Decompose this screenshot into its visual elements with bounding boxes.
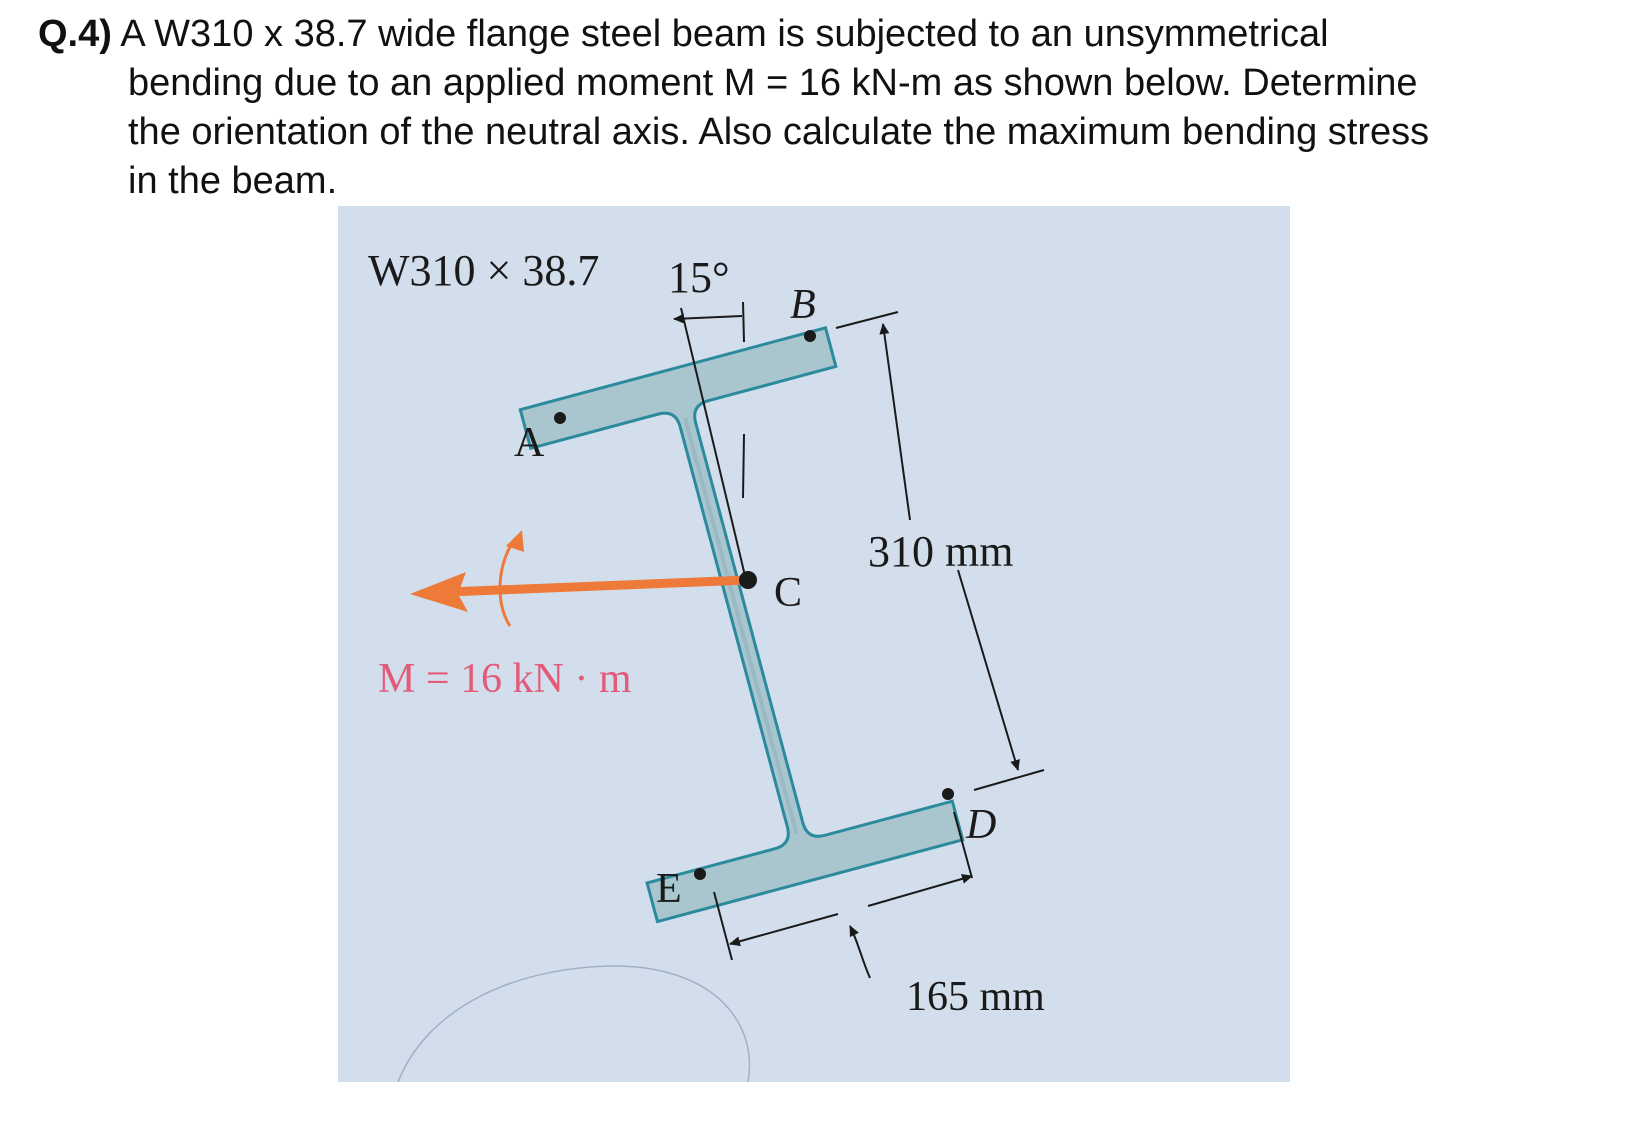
depth-dimension-upper [879, 323, 911, 521]
angle-dimension-arrow [673, 313, 743, 324]
beam-figure-svg: W310 × 38.7 15° B A C 310 mm D E 165 mm … [338, 206, 1290, 1082]
point-a-label: A [514, 420, 545, 466]
width-leader-arrow [849, 925, 871, 979]
depth-extension-bottom [973, 769, 1045, 791]
width-extension-left [713, 891, 733, 961]
question-text-line-3: the orientation of the neutral axis. Als… [128, 111, 1430, 153]
width-dimension-left [729, 913, 839, 947]
moment-arrow-shaft [443, 575, 753, 597]
question-text: Q.4) A W310 x 38.7 wide flange steel bea… [38, 10, 1628, 206]
width-dimension-label: 165 mm [906, 974, 1045, 1020]
vertical-reference-tick [742, 301, 745, 343]
point-d-label: D [965, 802, 996, 848]
wide-flange-section [518, 326, 965, 924]
moment-label: M = 16 kN · m [378, 656, 632, 702]
point-e-label: E [656, 866, 682, 912]
depth-dimension-label: 310 mm [868, 527, 1013, 576]
question-line-1: Q.4) A W310 x 38.7 wide flange steel bea… [38, 10, 1628, 59]
point-c-label: C [774, 570, 802, 616]
depth-extension-top [835, 311, 899, 329]
moment-arrow-head [410, 572, 468, 612]
sketch-arc [397, 965, 751, 1082]
web-shading [683, 417, 799, 835]
width-extension-right [953, 811, 973, 879]
question-number: Q.4) [38, 13, 112, 55]
vertical-reference-line [742, 433, 745, 499]
depth-dimension-lower [957, 569, 1020, 771]
point-a-marker [554, 412, 566, 424]
point-d-marker [942, 788, 954, 800]
angle-label: 15° [668, 253, 730, 302]
point-b-label: B [790, 282, 816, 328]
question-text-line-1: A W310 x 38.7 wide flange steel beam is … [120, 13, 1329, 55]
moment-rotation-arrowhead [506, 530, 524, 552]
point-c-marker [739, 571, 757, 589]
inclined-axis-line [680, 307, 747, 581]
point-b-marker [804, 330, 816, 342]
section-designation-label: W310 × 38.7 [368, 246, 599, 295]
question-text-line-4: in the beam. [128, 160, 338, 202]
question-text-line-2: bending due to an applied moment M = 16 … [128, 62, 1418, 104]
point-e-marker [694, 868, 706, 880]
beam-figure: W310 × 38.7 15° B A C 310 mm D E 165 mm … [338, 206, 1290, 1082]
width-dimension-right [867, 873, 973, 907]
